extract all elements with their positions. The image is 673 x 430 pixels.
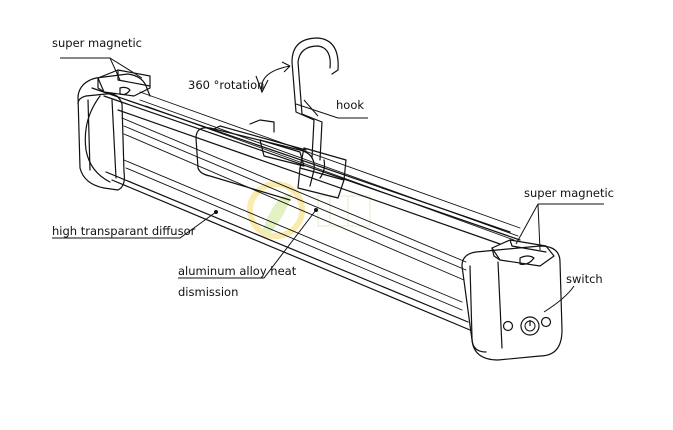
label-switch: switch bbox=[566, 272, 603, 286]
right-end-cap bbox=[461, 245, 563, 361]
label-diffusor: high transparant diffusor bbox=[52, 224, 196, 238]
rotation-arrow-icon bbox=[255, 61, 291, 94]
leader-lines bbox=[52, 57, 604, 313]
switch-button bbox=[520, 316, 540, 336]
label-rotation: 360 °rotation bbox=[188, 78, 265, 92]
right-magnet bbox=[491, 239, 555, 267]
left-magnet bbox=[97, 69, 151, 97]
label-super-magnetic-left: super magnetic bbox=[52, 36, 142, 50]
leader-dots bbox=[214, 208, 318, 214]
left-end-cap bbox=[77, 73, 151, 191]
hook-hanger bbox=[291, 37, 347, 199]
label-aluminum-alloy-line2: dismission bbox=[178, 285, 239, 299]
label-aluminum-alloy-line1: aluminum alloy heat bbox=[178, 264, 297, 278]
label-super-magnetic-right: super magnetic bbox=[524, 186, 614, 200]
center-clamp bbox=[195, 119, 315, 201]
diffuser-panel bbox=[121, 117, 467, 311]
label-hook: hook bbox=[336, 98, 365, 112]
